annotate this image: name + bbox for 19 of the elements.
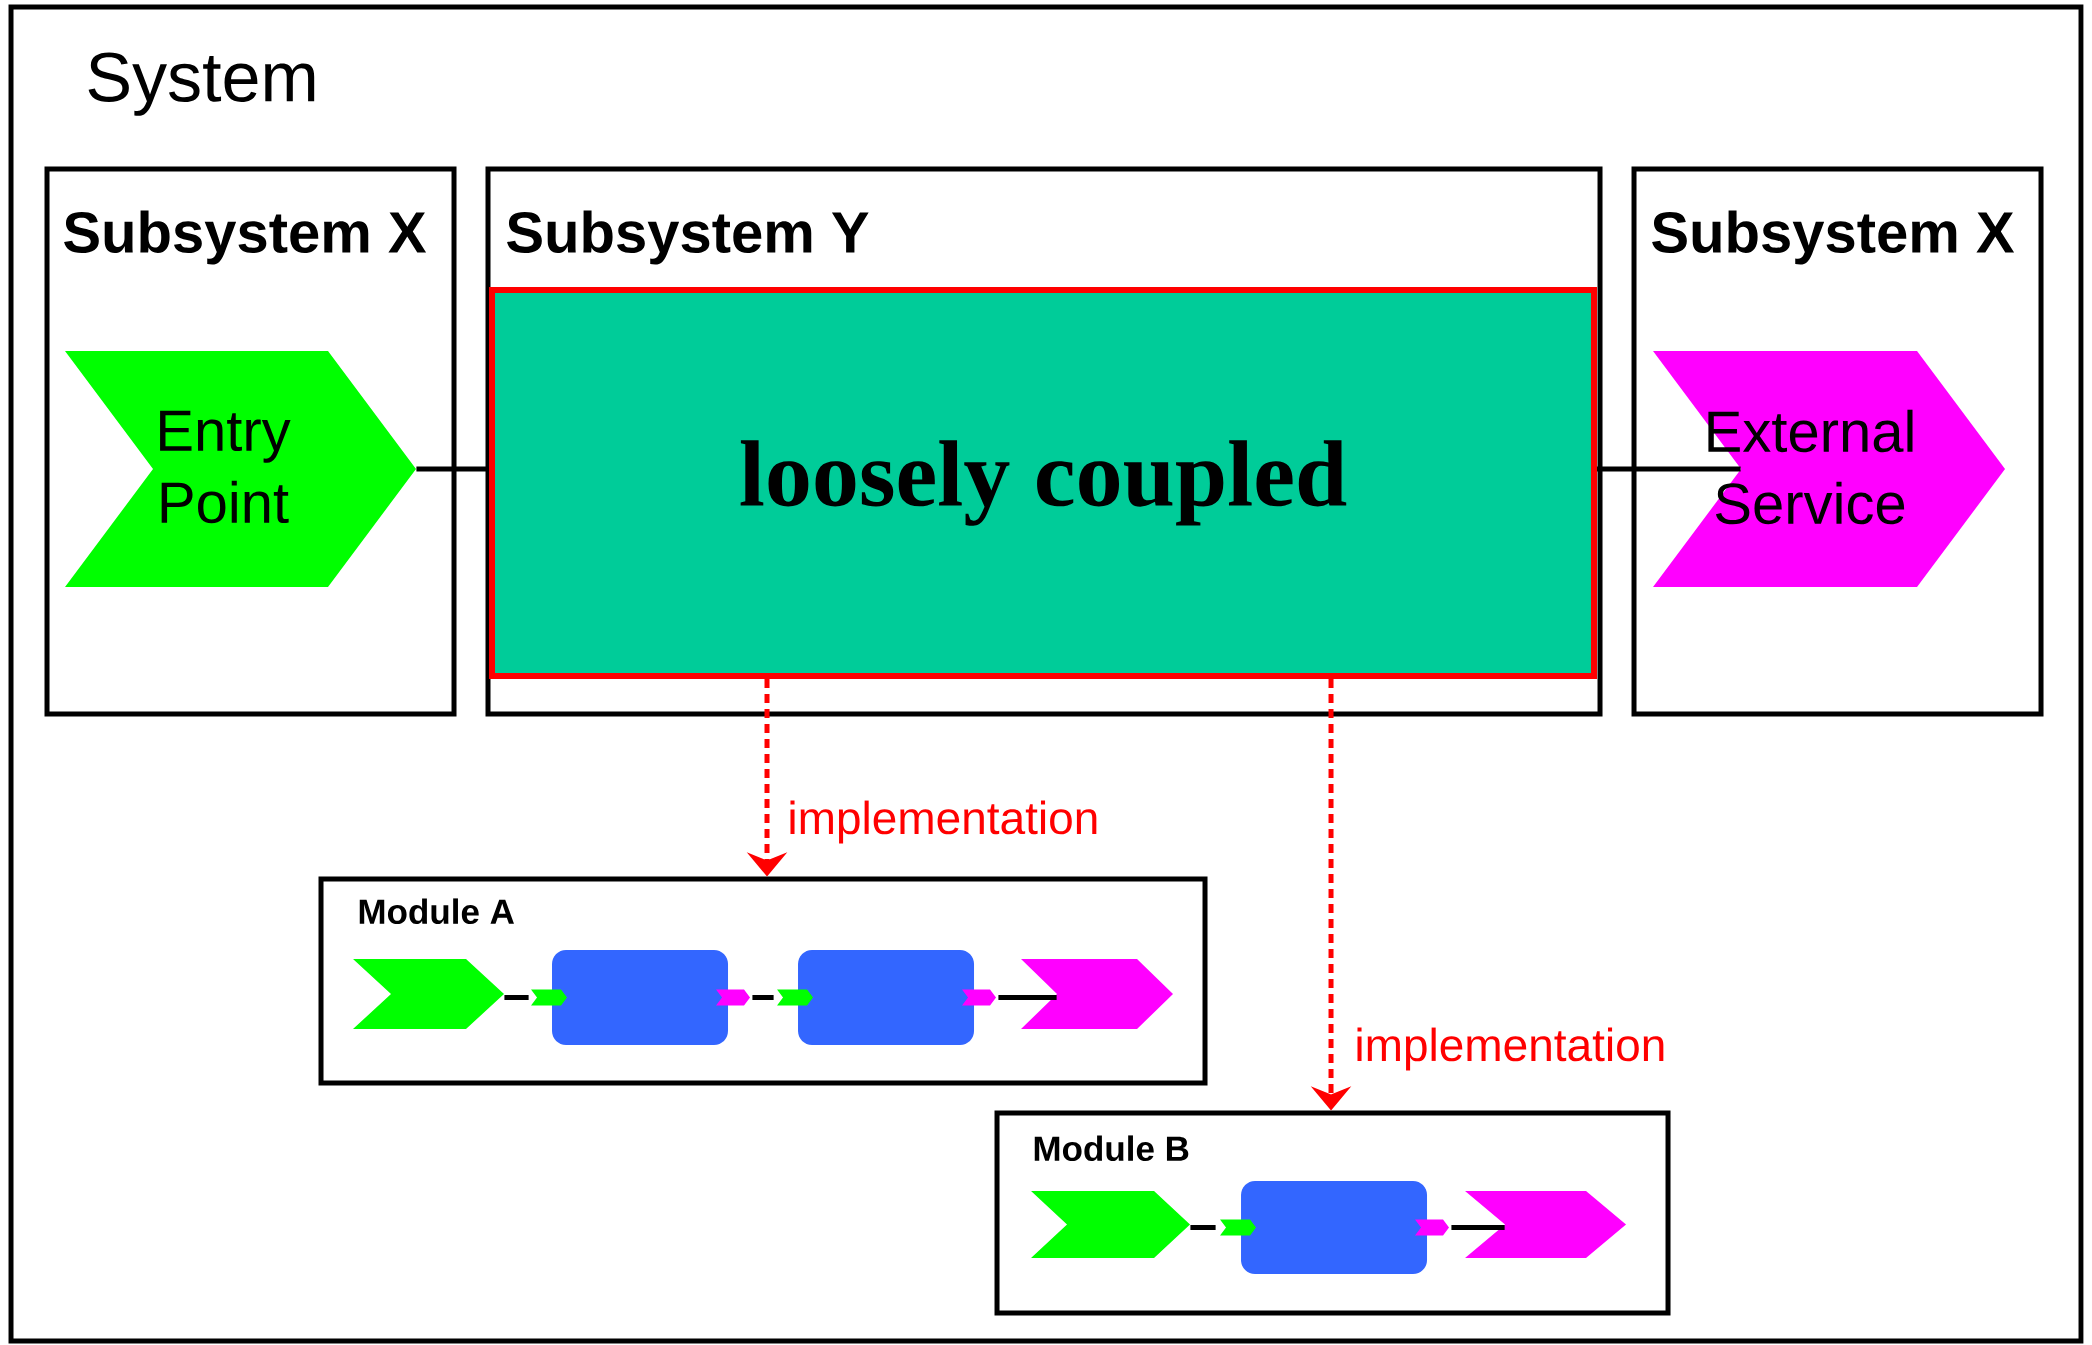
edge-label: implementation bbox=[1352, 1025, 1669, 1073]
edge-label: implementation bbox=[785, 798, 1102, 846]
module-box: Module B bbox=[994, 1110, 1671, 1316]
module-box: Module A bbox=[318, 876, 1208, 1086]
connector-line bbox=[998, 995, 1057, 1000]
component-box bbox=[531, 950, 750, 1045]
chevron-shape bbox=[1021, 959, 1173, 1029]
chevron-shape bbox=[1031, 1191, 1190, 1258]
connector-line bbox=[416, 466, 489, 472]
connector-line bbox=[1451, 1225, 1505, 1230]
connector-line bbox=[1190, 1225, 1216, 1230]
connector-line bbox=[752, 995, 774, 1000]
chevron-shape bbox=[353, 959, 504, 1029]
connector-line bbox=[504, 995, 529, 1000]
chevron-shape bbox=[1465, 1191, 1626, 1258]
component-box bbox=[1220, 1181, 1449, 1274]
component-box: loosely coupled bbox=[489, 287, 1597, 679]
connector-line bbox=[1597, 466, 1741, 472]
component-box bbox=[777, 950, 996, 1045]
